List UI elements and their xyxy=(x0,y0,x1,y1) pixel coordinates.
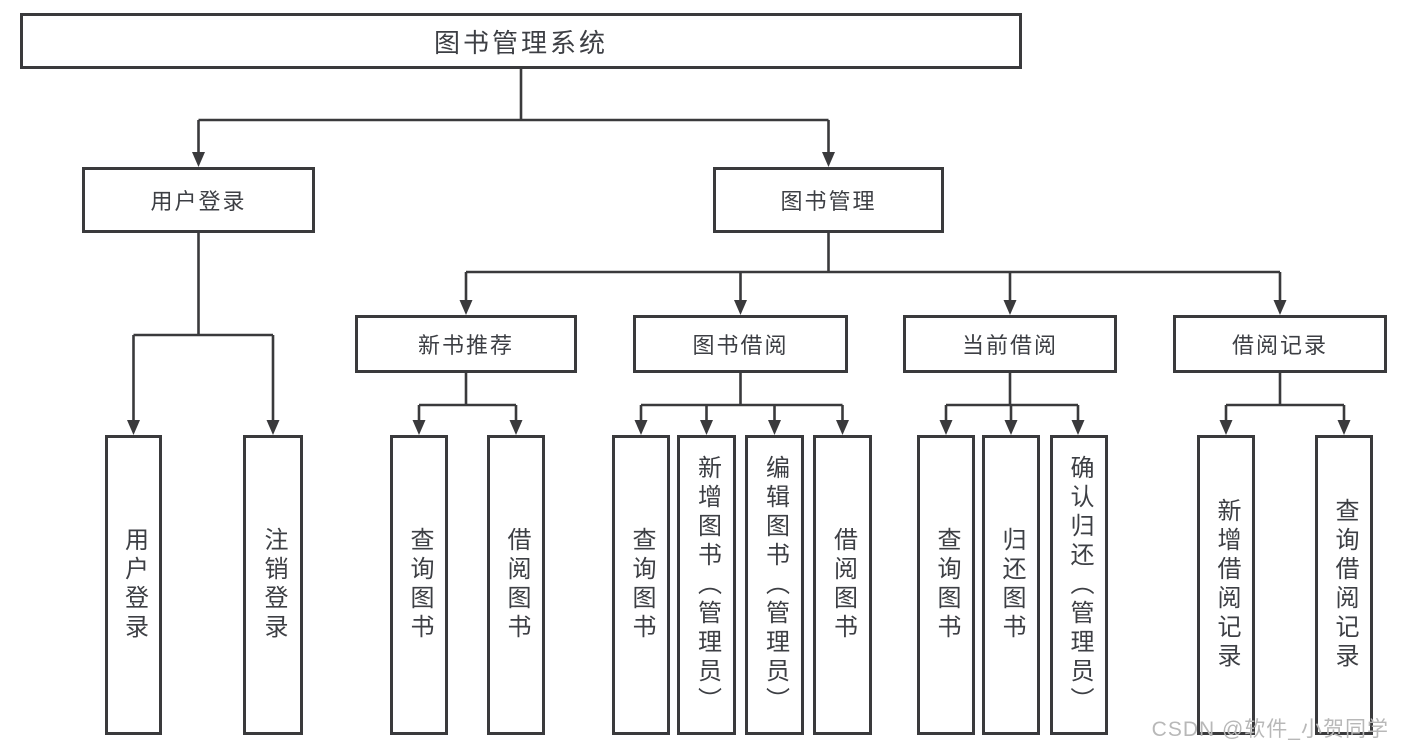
node-new-books-label: 新书推荐 xyxy=(417,333,514,358)
node-current-borrow-label: 当前借阅 xyxy=(961,333,1058,358)
leaf-logout-label: 注销登录 xyxy=(260,527,287,643)
leaf-newbooks-borrow-label: 借阅图书 xyxy=(503,527,530,643)
leaf-borrowing-query: 查询图书 xyxy=(612,435,670,735)
leaf-current-return: 归还图书 xyxy=(982,435,1040,735)
node-borrowing: 图书借阅 xyxy=(633,315,848,373)
leaf-borrowing-borrow-label: 借阅图书 xyxy=(829,527,857,643)
arrowhead xyxy=(1273,300,1287,315)
leaf-borrowing-edit-label: 编辑图书（管理员） xyxy=(761,454,789,716)
arrowhead xyxy=(1219,420,1233,435)
arrowhead xyxy=(1004,420,1018,435)
leaf-newbooks-borrow: 借阅图书 xyxy=(487,435,545,735)
leaf-user-login-label: 用户登录 xyxy=(120,527,148,643)
node-borrow-records: 借阅记录 xyxy=(1173,315,1387,373)
node-user-login: 用户登录 xyxy=(82,167,315,233)
arrowhead xyxy=(822,152,835,167)
node-root: 图书管理系统 xyxy=(20,13,1022,69)
leaf-borrowing-query-label: 查询图书 xyxy=(628,527,655,643)
arrowhead xyxy=(127,420,140,435)
arrowhead xyxy=(509,420,523,435)
leaf-logout: 注销登录 xyxy=(243,435,303,735)
node-user-login-label: 用户登录 xyxy=(150,189,247,214)
leaf-current-query: 查询图书 xyxy=(917,435,975,735)
node-current-borrow: 当前借阅 xyxy=(903,315,1117,373)
arrowhead xyxy=(192,152,205,167)
arrowhead xyxy=(634,420,648,435)
leaf-user-login: 用户登录 xyxy=(105,435,162,735)
arrowhead xyxy=(1003,300,1017,315)
leaf-borrowing-edit: 编辑图书（管理员） xyxy=(745,435,804,735)
leaf-records-query-label: 查询借阅记录 xyxy=(1331,498,1358,672)
arrowhead xyxy=(1337,420,1351,435)
leaf-records-add: 新增借阅记录 xyxy=(1197,435,1255,735)
arrowhead xyxy=(734,300,747,315)
arrowhead xyxy=(412,420,426,435)
leaf-records-add-label: 新增借阅记录 xyxy=(1213,498,1240,672)
leaf-current-query-label: 查询图书 xyxy=(933,527,960,643)
node-new-books: 新书推荐 xyxy=(355,315,577,373)
arrowhead xyxy=(836,420,849,435)
leaf-borrowing-add-label: 新增图书（管理员） xyxy=(693,454,721,716)
node-borrowing-label: 图书借阅 xyxy=(692,333,789,358)
leaf-current-confirm-label: 确认归还（管理员） xyxy=(1066,454,1093,716)
arrowhead xyxy=(939,420,953,435)
node-book-mgmt-label: 图书管理 xyxy=(780,189,877,214)
node-root-label: 图书管理系统 xyxy=(433,27,608,58)
arrowhead xyxy=(700,420,713,435)
leaf-records-query: 查询借阅记录 xyxy=(1315,435,1373,735)
leaf-borrowing-add: 新增图书（管理员） xyxy=(677,435,736,735)
arrowhead xyxy=(1071,420,1085,435)
arrowhead xyxy=(768,420,781,435)
csdn-watermark: CSDN @软件_小贺同学 xyxy=(1151,718,1389,741)
leaf-current-return-label: 归还图书 xyxy=(998,527,1025,643)
node-book-mgmt: 图书管理 xyxy=(713,167,944,233)
leaf-borrowing-borrow: 借阅图书 xyxy=(813,435,872,735)
leaf-newbooks-query-label: 查询图书 xyxy=(406,527,433,643)
connector-paths xyxy=(132,69,1346,422)
arrowheads xyxy=(127,152,1351,435)
node-borrow-records-label: 借阅记录 xyxy=(1231,333,1328,358)
arrowhead xyxy=(459,300,473,315)
leaf-newbooks-query: 查询图书 xyxy=(390,435,448,735)
leaf-current-confirm: 确认归还（管理员） xyxy=(1050,435,1108,735)
arrowhead xyxy=(266,420,280,435)
